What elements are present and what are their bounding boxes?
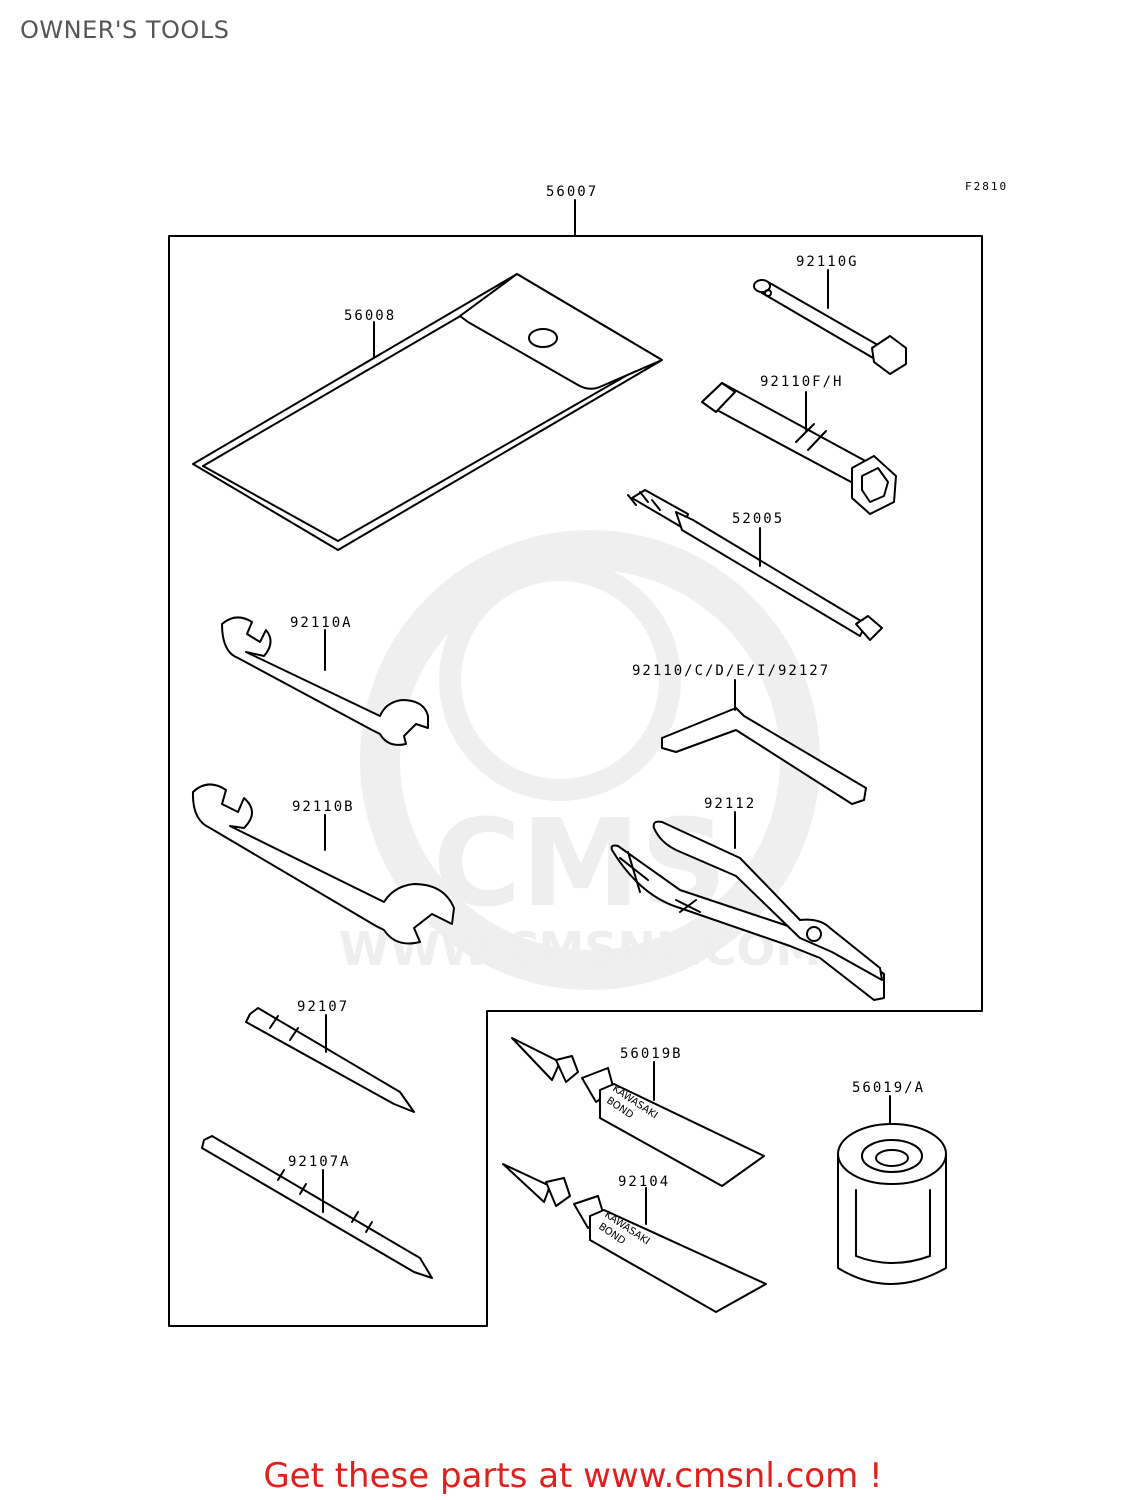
tool-pouch xyxy=(192,273,663,551)
label-92110G: 92110G xyxy=(796,254,859,270)
hex-wrench xyxy=(661,679,867,805)
label-92104: 92104 xyxy=(618,1174,670,1190)
label-92110FH: 92110F/H xyxy=(760,374,843,390)
label-92110B: 92110B xyxy=(292,799,355,815)
label-56019B: 56019B xyxy=(620,1046,683,1062)
label-92112: 92112 xyxy=(704,796,756,812)
label-52005: 52005 xyxy=(732,511,784,527)
get-parts-link[interactable]: Get these parts at www.cmsnl.com ! xyxy=(263,1456,883,1496)
bond-tube-b: KAWASAKI BOND xyxy=(511,1037,765,1187)
label-56008: 56008 xyxy=(344,308,396,324)
watermark: CMS WWW.CMSNL.COM xyxy=(339,530,822,990)
page-title: OWNER'S TOOLS xyxy=(20,16,230,44)
bond-tube: KAWASAKI BOND xyxy=(502,1163,767,1313)
plug-wrench-g xyxy=(753,269,907,375)
spoke-tool xyxy=(627,489,883,641)
screwdriver-a xyxy=(201,1135,433,1279)
wrench-b xyxy=(191,783,455,945)
label-hex-wrench: 92110/C/D/E/I/92127 xyxy=(632,663,830,679)
kit-frame xyxy=(168,199,983,1327)
watermark-text: WWW.CMSNL.COM xyxy=(339,922,822,976)
watermark-logo: CMS xyxy=(433,795,727,934)
label-56019A: 56019/A xyxy=(852,1080,925,1096)
pliers xyxy=(610,811,885,1001)
figure-code: F2810 xyxy=(965,180,1008,193)
label-92107A: 92107A xyxy=(288,1154,351,1170)
wrench-a xyxy=(221,616,429,746)
label-56007: 56007 xyxy=(546,184,598,200)
grease-can xyxy=(837,1095,947,1285)
label-92107: 92107 xyxy=(297,999,349,1015)
label-92110A: 92110A xyxy=(290,615,353,631)
plug-wrench-fh xyxy=(701,382,897,515)
screwdriver xyxy=(245,1007,415,1113)
